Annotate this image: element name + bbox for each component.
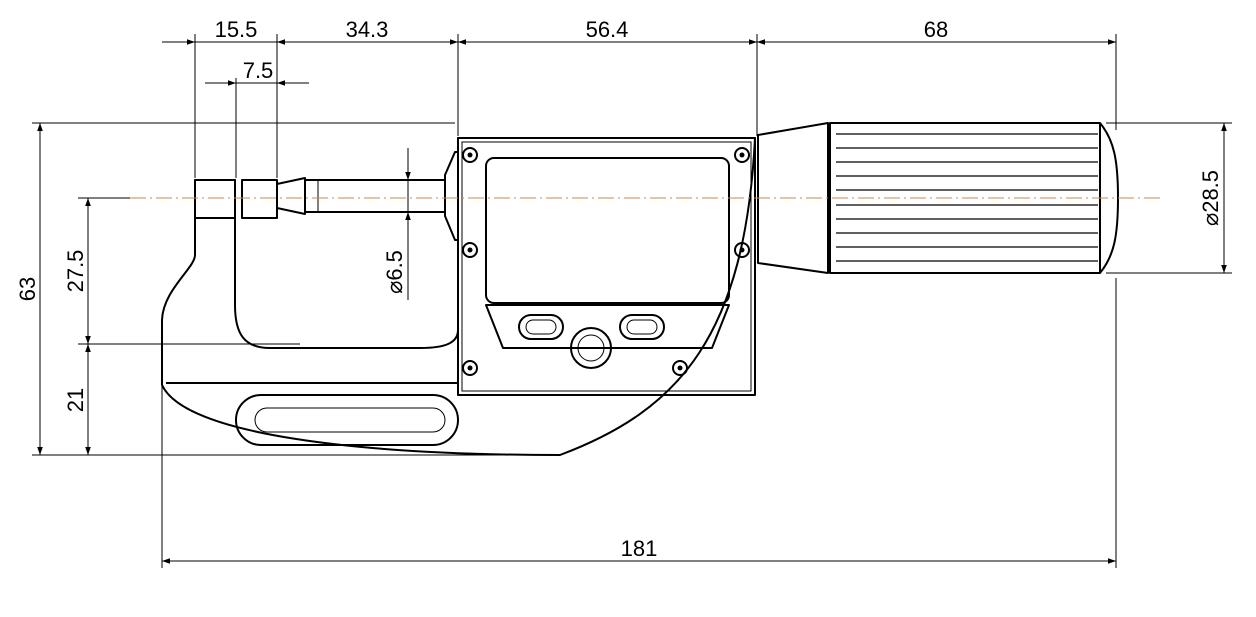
spindle-face (241, 179, 278, 219)
spindle (305, 179, 446, 213)
screw-mid-right-head (739, 247, 745, 253)
screw-bottom-right (672, 360, 688, 376)
screw-bottom-right-head (677, 365, 683, 371)
label-anvil-width: 15.5 (215, 17, 258, 42)
lcd-screen (485, 157, 730, 304)
screw-bottom-left (462, 360, 478, 376)
label-thimble-length: 68 (924, 17, 948, 42)
grip-slot (235, 394, 459, 446)
screw-top-right-head (739, 152, 745, 158)
spindle-collar (444, 151, 459, 241)
screw-mid-right (734, 242, 750, 258)
center-button (570, 327, 612, 369)
screw-mid-left-head (467, 247, 473, 253)
label-spindle-diameter: ⌀6.5 (382, 250, 407, 294)
display-housing (457, 137, 756, 396)
label-total-length: 181 (621, 536, 658, 561)
dimension-lines (32, 34, 1232, 568)
screw-top-left-head (467, 152, 473, 158)
screw-top-right (734, 147, 750, 163)
thimble-knurling (836, 133, 1098, 262)
right-button-inner (626, 319, 658, 335)
display-housing-inner (461, 141, 752, 392)
label-throat-depth: 34.3 (346, 17, 389, 42)
button-panel (485, 304, 730, 349)
screw-top-left (462, 147, 478, 163)
dimension-labels: 15.5 7.5 34.3 56.4 68 181 63 27.5 21 ⌀6.… (15, 17, 1223, 561)
label-center-height: 27.5 (63, 250, 88, 293)
spindle-tip (276, 177, 306, 215)
center-button-inner (577, 334, 605, 362)
sleeve (757, 122, 829, 274)
screw-bottom-left-head (467, 365, 473, 371)
housing-screws (462, 147, 750, 376)
anvil (194, 179, 236, 219)
label-anvil-face: 7.5 (243, 58, 274, 83)
label-total-height: 63 (15, 277, 40, 301)
grip-slot-inner (254, 407, 446, 433)
label-base-height: 21 (63, 388, 88, 412)
label-thimble-diameter: ⌀28.5 (1198, 170, 1223, 226)
label-body-width: 56.4 (586, 17, 629, 42)
right-button (619, 314, 665, 340)
left-button (518, 314, 564, 340)
micrometer-outline (161, 122, 1119, 456)
left-button-inner (525, 319, 557, 335)
screw-mid-left (462, 242, 478, 258)
